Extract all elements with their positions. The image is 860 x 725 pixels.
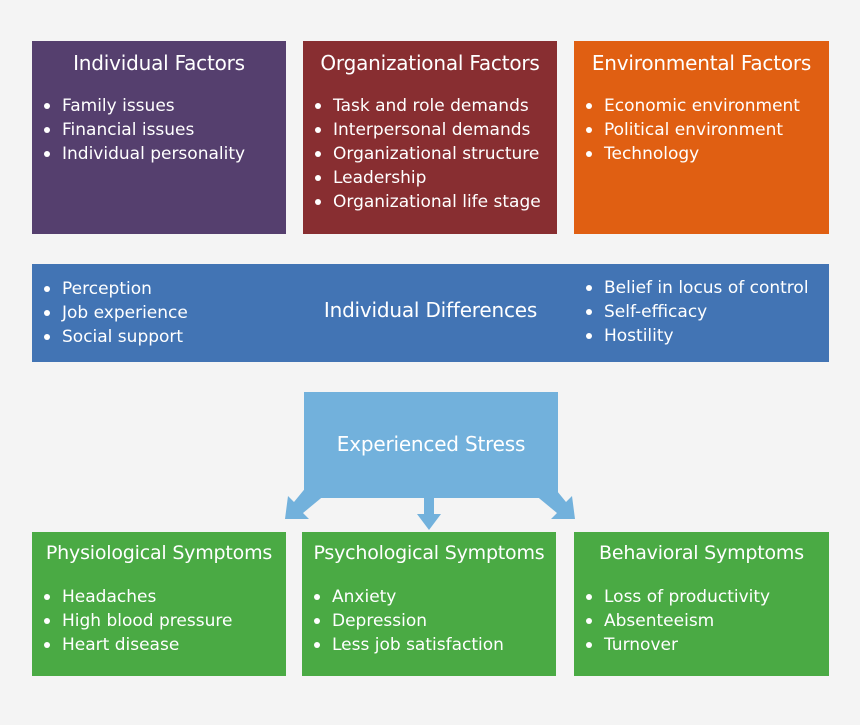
list-item: Individual personality (42, 142, 245, 166)
list-item: Job experience (42, 301, 188, 325)
organizational-factors-title: Organizational Factors (320, 51, 540, 75)
arrow-to-physiological (285, 480, 326, 519)
physiological-symptoms-box: Physiological Symptoms Headaches High bl… (32, 532, 286, 676)
environmental-factors-list: Economic environment Political environme… (584, 94, 800, 166)
individual-factors-box: Individual Factors Family issues Financi… (32, 41, 286, 234)
list-item: Financial issues (42, 118, 245, 142)
list-item: Turnover (584, 633, 770, 657)
list-item: Perception (42, 277, 188, 301)
list-item: Headaches (42, 585, 232, 609)
list-item: Technology (584, 142, 800, 166)
list-item: Depression (312, 609, 504, 633)
organizational-factors-list: Task and role demands Interpersonal dema… (313, 94, 541, 214)
experienced-stress-box: Experienced Stress (304, 392, 558, 498)
individual-differences-right-list: Belief in locus of control Self-efficacy… (584, 276, 809, 348)
individual-differences-title: Individual Differences (323, 298, 538, 322)
arrow-to-behavioral (534, 480, 575, 519)
list-item: Family issues (42, 94, 245, 118)
behavioral-symptoms-list: Loss of productivity Absenteeism Turnove… (584, 585, 770, 657)
list-item: Interpersonal demands (313, 118, 541, 142)
list-item: Belief in locus of control (584, 276, 809, 300)
psychological-symptoms-list: Anxiety Depression Less job satisfaction (312, 585, 504, 657)
experienced-stress-title: Experienced Stress (336, 432, 526, 456)
arrow-to-psychological (417, 498, 441, 530)
list-item: Social support (42, 325, 188, 349)
list-item: Hostility (584, 324, 809, 348)
behavioral-symptoms-box: Behavioral Symptoms Loss of productivity… (574, 532, 829, 676)
physiological-symptoms-list: Headaches High blood pressure Heart dise… (42, 585, 232, 657)
list-item: Heart disease (42, 633, 232, 657)
environmental-factors-box: Environmental Factors Economic environme… (574, 41, 829, 234)
list-item: High blood pressure (42, 609, 232, 633)
individual-factors-title: Individual Factors (73, 51, 245, 75)
individual-differences-box: Perception Job experience Social support… (32, 264, 829, 362)
list-item: Leadership (313, 166, 541, 190)
individual-factors-list: Family issues Financial issues Individua… (42, 94, 245, 166)
psychological-symptoms-box: Psychological Symptoms Anxiety Depressio… (302, 532, 556, 676)
list-item: Political environment (584, 118, 800, 142)
environmental-factors-title: Environmental Factors (591, 51, 812, 75)
list-item: Economic environment (584, 94, 800, 118)
list-item: Organizational structure (313, 142, 541, 166)
list-item: Self-efficacy (584, 300, 809, 324)
list-item: Loss of productivity (584, 585, 770, 609)
list-item: Absenteeism (584, 609, 770, 633)
individual-differences-left-list: Perception Job experience Social support (42, 277, 188, 349)
organizational-factors-box: Organizational Factors Task and role dem… (303, 41, 557, 234)
list-item: Less job satisfaction (312, 633, 504, 657)
list-item: Task and role demands (313, 94, 541, 118)
physiological-symptoms-title: Physiological Symptoms (45, 542, 273, 564)
list-item: Organizational life stage (313, 190, 541, 214)
psychological-symptoms-title: Psychological Symptoms (313, 542, 545, 564)
behavioral-symptoms-title: Behavioral Symptoms (599, 542, 804, 564)
list-item: Anxiety (312, 585, 504, 609)
